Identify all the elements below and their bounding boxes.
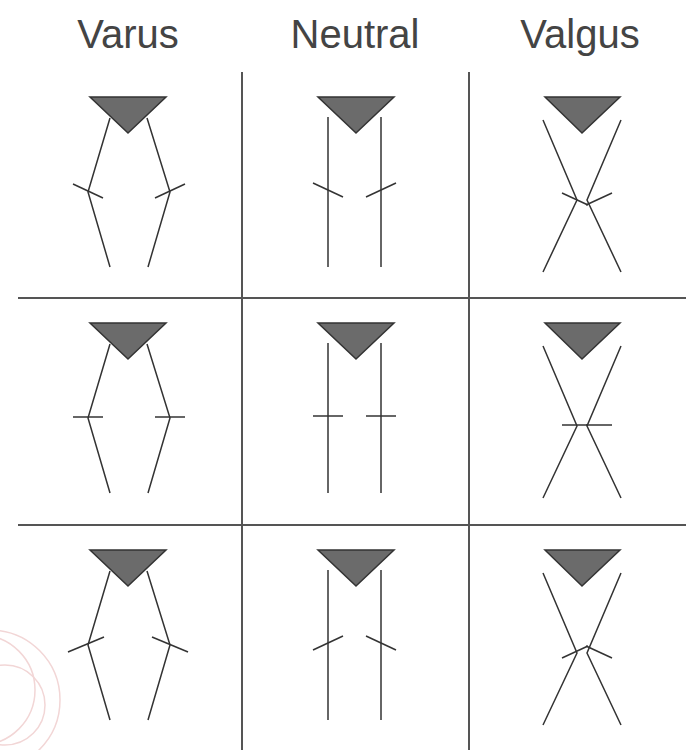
grid-lines (18, 72, 686, 750)
column-header: Varus (77, 14, 179, 54)
column-header: Valgus (520, 14, 639, 54)
watermark (0, 630, 60, 750)
row-1-figures (73, 97, 621, 272)
row-3-figures (68, 550, 621, 725)
row-2-figures (73, 323, 621, 498)
column-header: Neutral (291, 14, 420, 54)
